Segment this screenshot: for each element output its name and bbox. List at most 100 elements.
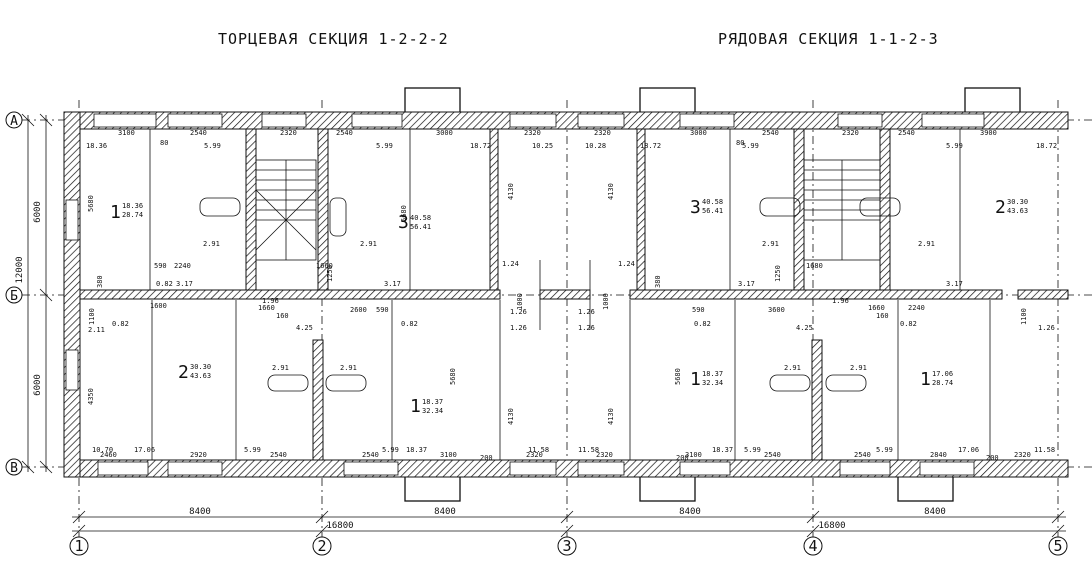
column-label-3: 3 bbox=[562, 537, 571, 555]
int-dim-22: 380 bbox=[654, 275, 662, 288]
seg-bot-3: 2540 bbox=[362, 451, 379, 459]
seg-bot-9: 2540 bbox=[854, 451, 871, 459]
stairwells bbox=[255, 159, 881, 261]
bathtubs bbox=[199, 197, 901, 392]
area-br-10: 11.58 bbox=[1034, 446, 1055, 454]
area-tl-12: 1.24 bbox=[618, 260, 635, 268]
area-tr-5: 2.91 bbox=[918, 240, 935, 248]
dim-row-span-1: 6000 bbox=[33, 201, 43, 223]
apt-6-rooms: 1 bbox=[410, 396, 421, 417]
area-br-8: 5.99 bbox=[876, 446, 893, 454]
int-dim-29: 200 bbox=[480, 454, 493, 462]
int-dim-1: 5680 bbox=[400, 205, 408, 222]
int-dim-9: 1600 bbox=[150, 302, 167, 310]
column-axis-markers: 1 2 3 4 5 bbox=[69, 536, 1068, 556]
area-br-4: 2.91 bbox=[850, 364, 867, 372]
int-dim-16: 590 bbox=[376, 306, 389, 314]
area-tl-7: 3.17 bbox=[384, 280, 401, 288]
interior-dims: 5680 5680 5680 5680 4130 4130 4130 4130 … bbox=[87, 139, 1028, 462]
title-end-section: ТОРЦЕВАЯ СЕКЦИЯ 1-2-2-2 bbox=[218, 30, 449, 48]
area-bl-10: 18.37 bbox=[406, 446, 427, 454]
seg-top-7: 3000 bbox=[690, 129, 707, 137]
area-bl-4: 2.91 bbox=[272, 364, 289, 372]
int-dim-15: 590 bbox=[692, 306, 705, 314]
area-tl-9: 10.25 bbox=[532, 142, 553, 150]
corridor-wall bbox=[79, 289, 1069, 300]
area-bl-14: 1.26 bbox=[578, 324, 595, 332]
apt-6-living: 18.37 bbox=[422, 398, 443, 406]
area-bl-9: 5.99 bbox=[382, 446, 399, 454]
area-tl-1: 5.99 bbox=[204, 142, 221, 150]
seg-top-10: 2540 bbox=[898, 129, 915, 137]
seg-top-11: 3900 bbox=[980, 129, 997, 137]
int-dim-31: 200 bbox=[986, 454, 999, 462]
apt-7-living: 18.37 bbox=[702, 370, 723, 378]
row-label-b: Б bbox=[10, 289, 18, 304]
area-tl-3: 0.82 bbox=[156, 280, 173, 288]
apt-1-rooms: 1 bbox=[110, 202, 121, 223]
row-label-v: В bbox=[10, 461, 18, 476]
area-tr-3: 3.17 bbox=[738, 280, 755, 288]
int-dim-23: 2600 bbox=[350, 306, 367, 314]
apt-2-rooms: 3 bbox=[398, 212, 409, 233]
seg-bot-7: 3100 bbox=[685, 451, 702, 459]
apt-4-total: 43.63 bbox=[1007, 207, 1028, 215]
apt-8-rooms: 1 bbox=[920, 369, 931, 390]
area-br-12: 1.96 bbox=[832, 297, 849, 305]
seg-bot-6: 2320 bbox=[596, 451, 613, 459]
area-bl-0: 2.11 bbox=[88, 326, 105, 334]
apt-1-total: 28.74 bbox=[122, 211, 143, 219]
area-tl-8: 18.72 bbox=[470, 142, 491, 150]
int-dim-27: 160 bbox=[276, 312, 289, 320]
seg-bot-1: 2920 bbox=[190, 451, 207, 459]
area-br-1: 4.25 bbox=[796, 324, 813, 332]
area-bl-12: 1.26 bbox=[578, 308, 595, 316]
room-area-labels: 18.36 5.99 2.91 0.82 3.17 5.99 2.91 3.17… bbox=[86, 142, 1057, 454]
bottom-dimension-chain: 8400 8400 8400 8400 16800 16800 bbox=[72, 507, 1066, 538]
dim-row-span-2: 6000 bbox=[33, 374, 43, 396]
apt-8-total: 28.74 bbox=[932, 379, 953, 387]
int-dim-20: 1250 bbox=[774, 265, 782, 282]
int-dim-12: 1660 bbox=[316, 262, 333, 270]
apt-3-total: 56.41 bbox=[702, 207, 723, 215]
area-br-9: 17.06 bbox=[958, 446, 979, 454]
row-label-a: А bbox=[10, 114, 18, 129]
dim-section-total-2: 16800 bbox=[818, 521, 845, 531]
apt-5-living: 30.30 bbox=[190, 363, 211, 371]
partitions bbox=[149, 128, 991, 461]
column-label-2: 2 bbox=[317, 537, 326, 555]
seg-bot-11: 2320 bbox=[1014, 451, 1031, 459]
area-tr-4: 5.99 bbox=[946, 142, 963, 150]
int-dim-4: 4130 bbox=[507, 183, 515, 200]
dim-span-2: 8400 bbox=[434, 507, 456, 517]
dim-span-3: 8400 bbox=[679, 507, 701, 517]
int-dim-8: 4350 bbox=[87, 388, 95, 405]
int-dim-13: 1680 bbox=[806, 262, 823, 270]
seg-bot-2: 2540 bbox=[270, 451, 287, 459]
area-bl-11: 1.26 bbox=[510, 308, 527, 316]
int-dim-19: 1250 bbox=[326, 265, 334, 282]
dim-row-total: 12000 bbox=[15, 256, 25, 283]
seg-top-0: 3100 bbox=[118, 129, 135, 137]
area-tr-6: 3.17 bbox=[946, 280, 963, 288]
apt-2-living: 40.58 bbox=[410, 214, 431, 222]
apt-1-living: 18.36 bbox=[122, 202, 143, 210]
area-tr-0: 18.72 bbox=[640, 142, 661, 150]
area-bl-2: 4.25 bbox=[296, 324, 313, 332]
seg-bot-0: 2460 bbox=[100, 451, 117, 459]
area-br-2: 0.82 bbox=[900, 320, 917, 328]
int-dim-32: 1100 bbox=[88, 308, 96, 325]
int-dim-28: 160 bbox=[876, 312, 889, 320]
seg-top-4: 3000 bbox=[436, 129, 453, 137]
int-dim-35: 1000 bbox=[602, 293, 610, 310]
dim-section-total-1: 16800 bbox=[326, 521, 353, 531]
int-dim-24: 3600 bbox=[768, 306, 785, 314]
column-label-4: 4 bbox=[808, 537, 817, 555]
apt-3-rooms: 3 bbox=[690, 197, 701, 218]
int-dim-0: 5680 bbox=[87, 195, 95, 212]
wall-segment-dims: 3100 2540 2320 2540 3000 2320 2320 3000 … bbox=[100, 129, 1031, 459]
seg-top-9: 2320 bbox=[842, 129, 859, 137]
area-bl-5: 2.91 bbox=[340, 364, 357, 372]
area-br-0: 0.82 bbox=[694, 320, 711, 328]
seg-bot-4: 3100 bbox=[440, 451, 457, 459]
